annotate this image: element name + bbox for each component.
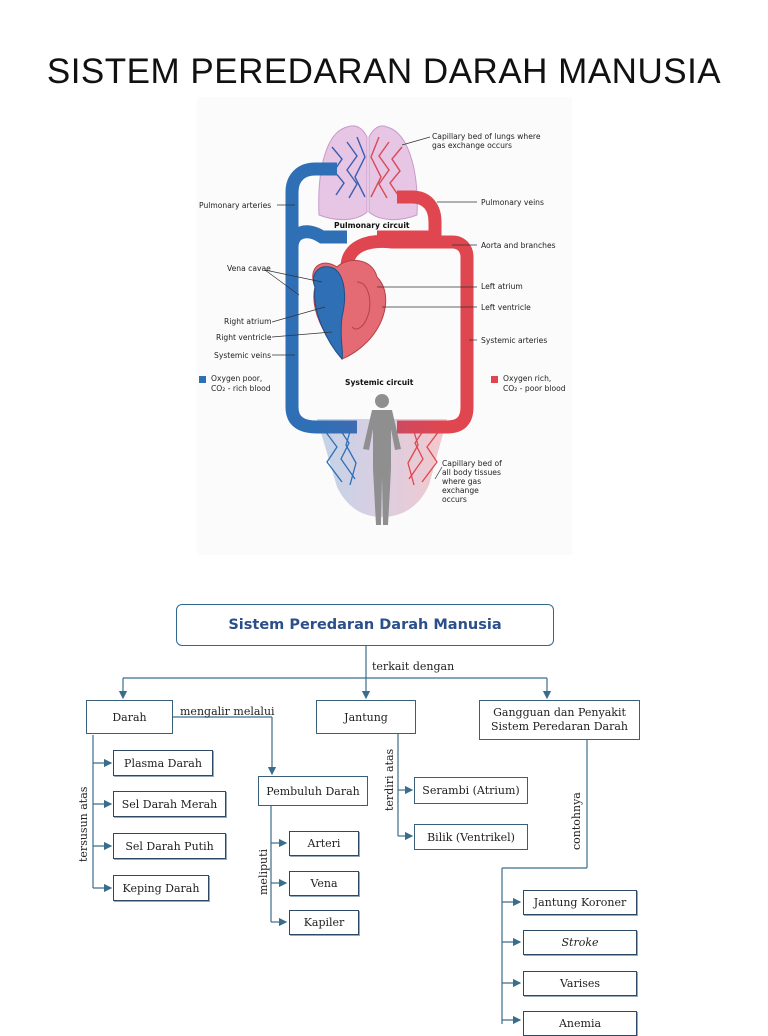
label-left-ventricle: Left ventricle — [481, 303, 531, 312]
label-aorta: Aorta and branches — [481, 241, 556, 250]
node-gangguan: Gangguan dan Penyakit Sistem Peredaran D… — [479, 700, 640, 740]
label-systemic-arteries: Systemic arteries — [481, 336, 548, 345]
concept-map: Sistem Peredaran Darah Manusia terkait d… — [0, 590, 768, 1036]
concept-map-connectors — [92, 646, 588, 1024]
link-tersusun-atas: tersusun atas — [77, 786, 90, 862]
concept-root: Sistem Peredaran Darah Manusia — [176, 604, 554, 646]
node-arteri: Arteri — [289, 831, 359, 856]
legend-oxygen-rich-line1: Oxygen rich, — [503, 374, 552, 383]
node-jantung: Jantung — [316, 700, 416, 734]
node-vena: Vena — [289, 871, 359, 896]
link-terkait-dengan: terkait dengan — [372, 660, 455, 673]
node-pembuluh-darah: Pembuluh Darah — [258, 776, 368, 806]
label-vena-cavae: Vena cavae — [227, 264, 271, 273]
legend-oxygen-poor-swatch — [199, 376, 206, 383]
node-jantung-koroner: Jantung Koroner — [523, 890, 637, 915]
label-right-ventricle: Right ventricle — [216, 333, 272, 342]
node-keping-darah: Keping Darah — [113, 875, 209, 901]
label-right-atrium: Right atrium — [224, 317, 272, 326]
node-stroke: Stroke — [523, 930, 637, 955]
link-meliputi: meliputi — [257, 848, 270, 895]
label-pulmonary-arteries: Pulmonary arteries — [199, 201, 272, 210]
link-mengalir-melalui: mengalir melalui — [180, 705, 275, 718]
link-terdiri-atas: terdiri atas — [383, 748, 396, 811]
legend-oxygen-rich-swatch — [491, 376, 498, 383]
node-sel-darah-putih: Sel Darah Putih — [113, 833, 226, 859]
circulation-drawing — [197, 97, 572, 555]
node-darah: Darah — [86, 700, 173, 734]
label-pulmonary-circuit: Pulmonary circuit — [334, 221, 410, 230]
label-systemic-circuit: Systemic circuit — [345, 378, 414, 387]
node-varises: Varises — [523, 971, 637, 996]
circulation-illustration: Capillary bed of lungs where gas exchang… — [197, 97, 572, 555]
node-sel-darah-merah: Sel Darah Merah — [113, 791, 226, 817]
node-plasma-darah: Plasma Darah — [113, 750, 213, 776]
legend-oxygen-poor-line1: Oxygen poor, — [211, 374, 263, 383]
node-kapiler: Kapiler — [289, 910, 359, 935]
legend-oxygen-poor-line2: CO₂ - rich blood — [211, 384, 271, 393]
label-systemic-veins: Systemic veins — [214, 351, 272, 360]
node-serambi: Serambi (Atrium) — [414, 777, 528, 804]
node-bilik: Bilik (Ventrikel) — [414, 824, 528, 850]
label-left-atrium: Left atrium — [481, 282, 523, 291]
link-contohnya: contohnya — [570, 792, 583, 850]
legend-oxygen-rich-line2: CO₂ - poor blood — [503, 384, 566, 393]
label-capillary-body: Capillary bed of all body tissues where … — [442, 459, 502, 504]
page-title: SISTEM PEREDARAN DARAH MANUSIA — [46, 52, 722, 91]
label-pulmonary-veins: Pulmonary veins — [481, 198, 544, 207]
label-capillary-lungs: Capillary bed of lungs where gas exchang… — [432, 132, 541, 150]
